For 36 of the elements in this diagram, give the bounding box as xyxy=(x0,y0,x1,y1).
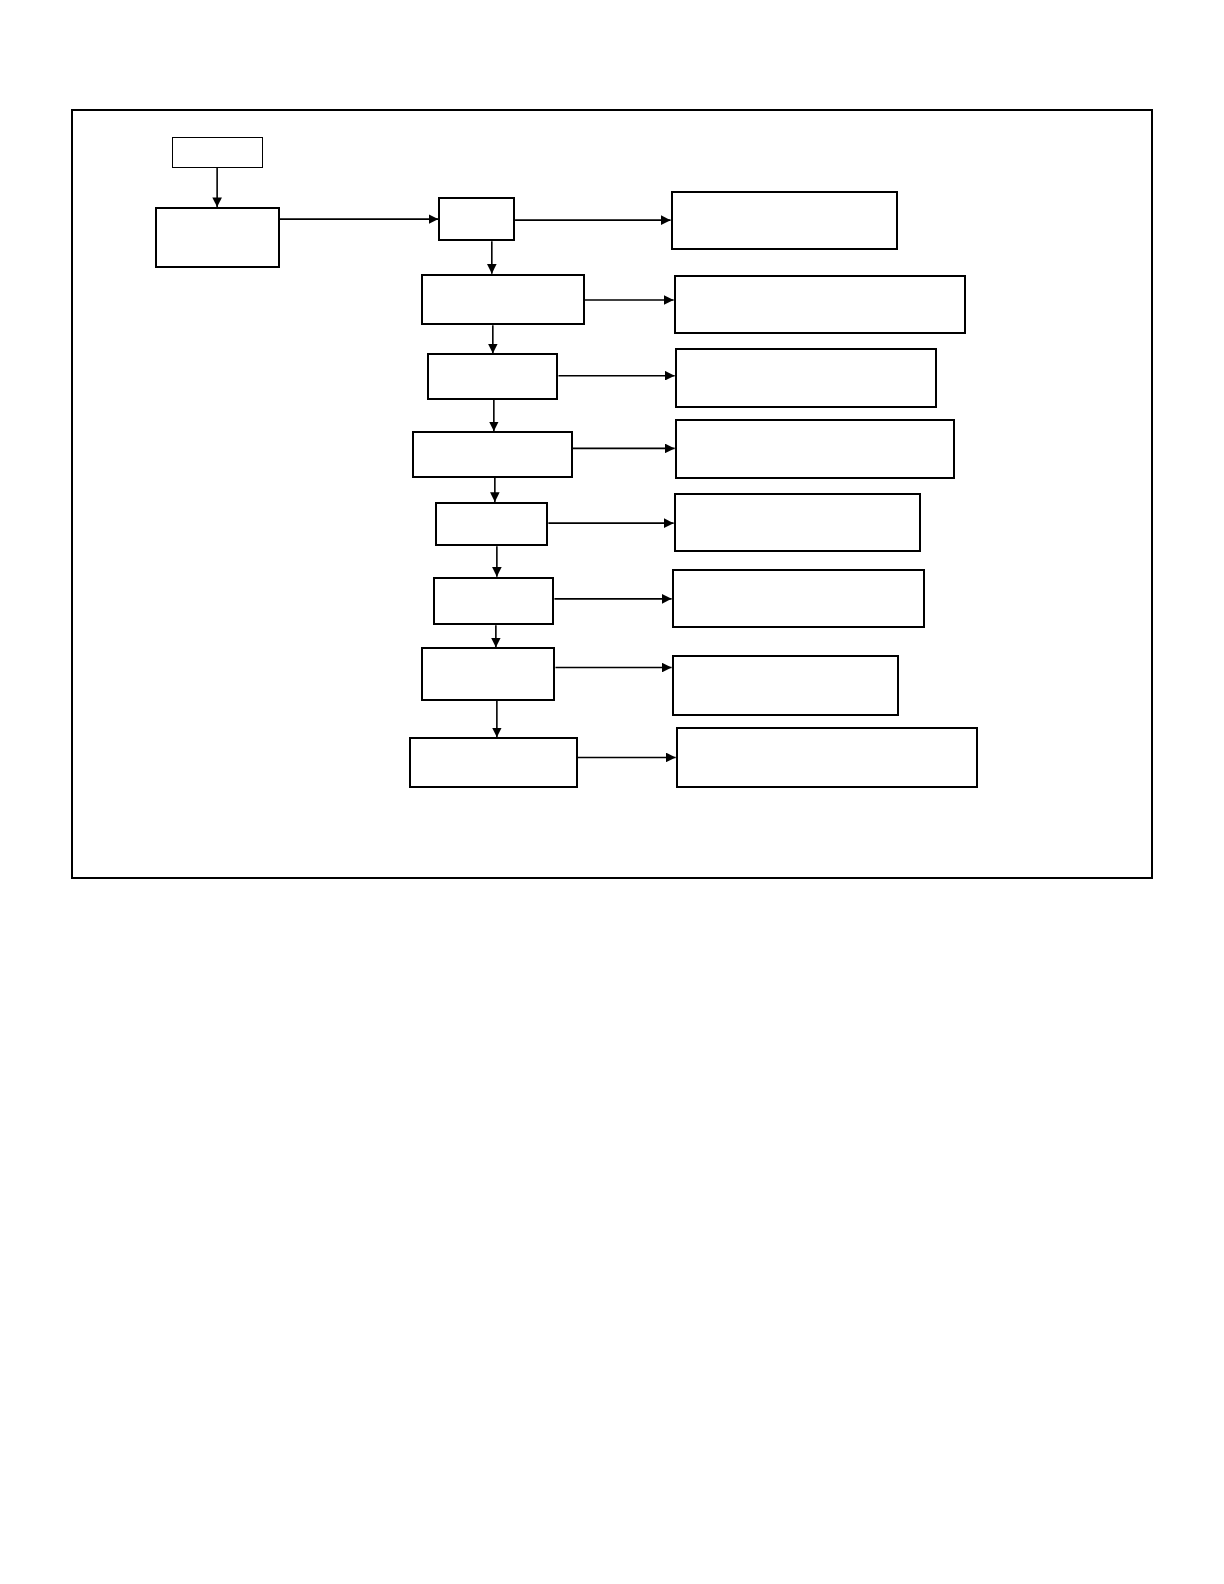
empty-box xyxy=(171,137,263,168)
empty-box xyxy=(671,655,899,716)
empty-box xyxy=(421,647,556,701)
empty-box xyxy=(673,492,921,553)
empty-box xyxy=(435,501,549,547)
empty-box xyxy=(438,196,516,242)
empty-box xyxy=(409,737,578,788)
empty-box xyxy=(412,431,573,478)
arrow xyxy=(492,700,502,739)
empty-box xyxy=(675,727,978,788)
arrow xyxy=(488,324,498,355)
arrow xyxy=(553,594,673,604)
arrow xyxy=(557,370,676,381)
arrow xyxy=(212,166,222,208)
arrow xyxy=(278,214,440,224)
empty-box xyxy=(671,568,926,629)
empty-box xyxy=(670,190,898,251)
empty-box xyxy=(421,273,585,326)
empty-box xyxy=(154,207,280,268)
arrow xyxy=(491,624,501,649)
frame-border xyxy=(70,109,1154,879)
arrow xyxy=(492,545,502,578)
empty-box xyxy=(674,348,938,408)
arrow xyxy=(571,443,676,454)
arrow xyxy=(490,476,500,503)
arrow xyxy=(487,240,497,275)
arrow xyxy=(489,399,499,433)
arrow xyxy=(554,662,673,673)
arrow xyxy=(514,215,672,225)
arrow xyxy=(583,295,675,305)
empty-box xyxy=(427,353,559,400)
empty-box xyxy=(673,274,967,335)
arrow xyxy=(576,752,677,763)
empty-box xyxy=(433,576,555,626)
empty-box xyxy=(674,419,956,479)
arrow xyxy=(547,518,675,528)
